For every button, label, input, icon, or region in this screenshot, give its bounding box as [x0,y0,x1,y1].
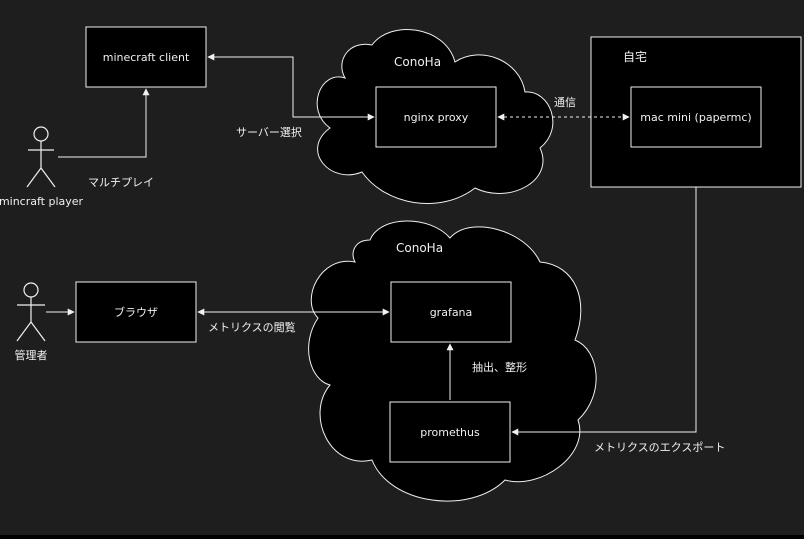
cloud-conoha-bottom [308,220,597,502]
grafana-box [390,281,512,343]
admin-actor-label: 管理者 [15,348,48,362]
minecraft-client-box [85,26,207,88]
edge-metrics-export-label: メトリクスのエクスポート [594,441,725,454]
admin-actor-icon [16,282,46,342]
mac-mini-box [630,86,762,148]
player-actor-icon [26,126,56,188]
edge-multiplay-label: マルチプレイ [88,176,154,189]
edge-extract-format-label: 抽出、整形 [472,360,527,374]
grafana-label: grafana [430,306,473,319]
home-label: 自宅 [623,49,647,64]
prometheus-box [389,401,511,463]
browser-label: ブラウザ [114,305,158,319]
edge-player-to-client [58,88,150,158]
cloud-bottom-label: ConoHa [396,241,443,255]
mac-mini-label: mac mini (papermc) [640,111,751,124]
nginx-proxy-label: nginx proxy [404,111,469,124]
edge-metrics-view-label: メトリクスの閲覧 [208,320,296,334]
player-actor-label: mincraft player [0,195,84,208]
nginx-proxy-box [375,86,497,148]
edge-communication-label: 通信 [554,96,576,109]
prometheus-label: promethus [420,426,480,439]
edge-client-nginx [207,53,375,121]
cloud-top-label: ConoHa [394,55,441,69]
edge-macmini-to-prometheus [511,187,697,436]
edge-server-select-label: サーバー選択 [236,125,302,139]
minecraft-client-label: minecraft client [103,51,190,64]
browser-box [75,281,197,343]
